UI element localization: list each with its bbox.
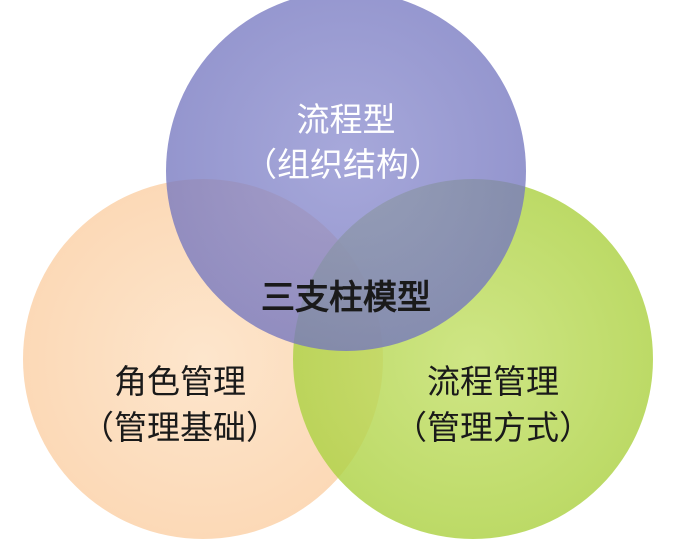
process-type-subtitle: （组织结构） [244, 145, 442, 184]
center-label: 三支柱模型 [261, 278, 431, 318]
role-management-subtitle: （管理基础） [81, 408, 279, 447]
circle-process-type [166, 0, 526, 351]
process-management-title: 流程管理 [427, 362, 559, 401]
role-management-title: 角色管理 [114, 362, 246, 401]
process-management-subtitle: （管理方式） [394, 408, 592, 447]
process-type-title: 流程型 [297, 100, 396, 139]
